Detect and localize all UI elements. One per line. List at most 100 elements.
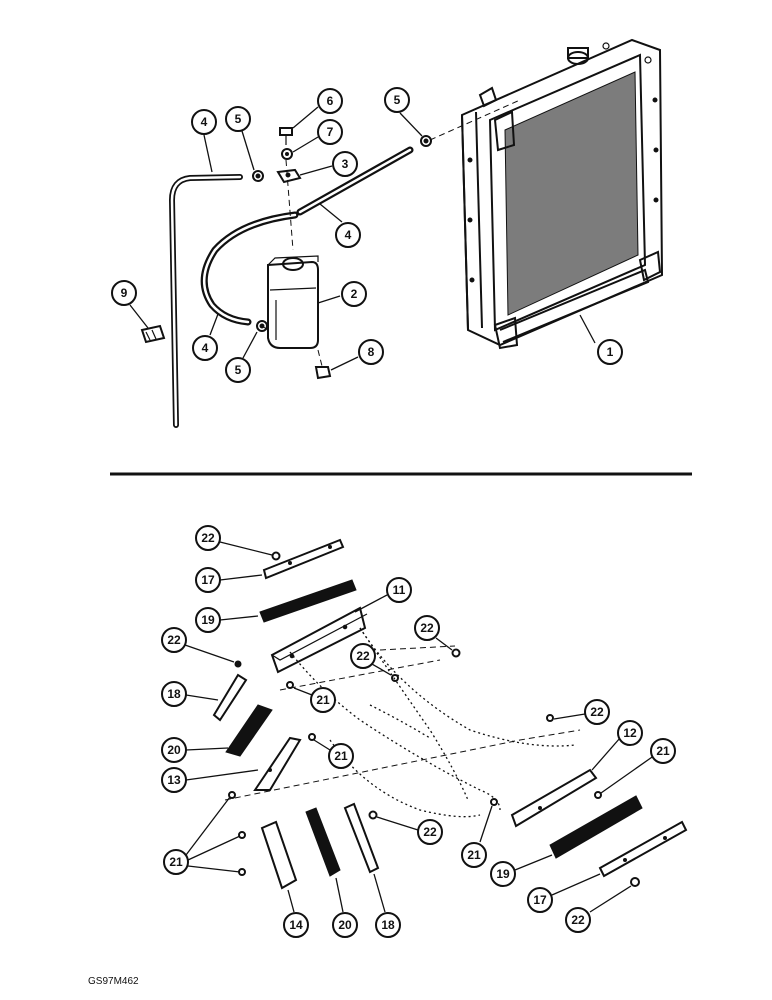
callout-22-f: 22 [376, 816, 443, 845]
callout-20-bottom: 20 [332, 877, 358, 938]
radiator [460, 38, 664, 350]
callout-1: 1 [579, 314, 623, 365]
nut [314, 366, 332, 380]
callout-22-b: 22 [161, 627, 235, 663]
svg-text:5: 5 [235, 112, 242, 126]
callout-14: 14 [283, 889, 309, 938]
hardware [228, 551, 640, 887]
svg-text:21: 21 [656, 744, 670, 758]
callout-21-c: 21 [600, 738, 676, 794]
svg-text:9: 9 [121, 286, 128, 300]
seal-left [225, 704, 273, 757]
svg-text:2: 2 [351, 287, 358, 301]
svg-text:22: 22 [423, 825, 437, 839]
svg-text:13: 13 [167, 773, 181, 787]
svg-text:11: 11 [393, 583, 406, 597]
svg-text:8: 8 [368, 345, 375, 359]
callout-18-bottom: 18 [373, 873, 401, 938]
hose-upper [296, 146, 414, 216]
baffle-lower-left [260, 820, 298, 890]
svg-text:14: 14 [289, 918, 303, 932]
svg-text:4: 4 [345, 228, 352, 242]
reference-code: GS97M462 [88, 976, 139, 987]
hose-fitting [140, 324, 166, 344]
callout-4-middle: 4 [319, 203, 361, 248]
callout-21-a: 21 [293, 687, 336, 713]
svg-text:12: 12 [623, 726, 637, 740]
svg-text:5: 5 [394, 93, 401, 107]
callout-4-upper: 4 [191, 109, 217, 173]
svg-text:22: 22 [420, 621, 434, 635]
baffle-bracket [270, 606, 368, 674]
svg-text:21: 21 [334, 749, 348, 763]
callout-9: 9 [111, 280, 149, 329]
svg-text:4: 4 [201, 115, 208, 129]
hose-left [168, 174, 243, 428]
svg-text:19: 19 [496, 867, 510, 881]
svg-text:20: 20 [167, 743, 181, 757]
coolant-reservoir [267, 255, 319, 349]
svg-text:7: 7 [327, 125, 334, 139]
callout-5-lower: 5 [225, 331, 258, 383]
callout-19-lower: 19 [490, 854, 553, 887]
shroud-outline [289, 627, 576, 818]
bolt [279, 127, 293, 145]
svg-text:3: 3 [342, 157, 349, 171]
callout-22-e: 22 [553, 699, 610, 725]
hose-loop [200, 211, 299, 326]
svg-text:21: 21 [169, 855, 183, 869]
svg-text:17: 17 [201, 573, 215, 587]
callout-2: 2 [317, 281, 367, 307]
callout-5-right: 5 [384, 87, 423, 137]
callout-22-d: 22 [350, 643, 392, 676]
callout-12: 12 [591, 720, 643, 771]
callout-21-d: 21 [461, 805, 493, 868]
callout-11: 11 [354, 577, 412, 613]
callout-18-left: 18 [161, 681, 219, 707]
callout-13: 13 [161, 767, 259, 793]
seal-upper [259, 579, 357, 623]
hose-clamps [252, 135, 432, 332]
callout-6: 6 [292, 88, 343, 129]
svg-text:21: 21 [467, 848, 481, 862]
svg-text:5: 5 [235, 363, 242, 377]
svg-text:6: 6 [327, 94, 334, 108]
callout-21-group: 21 [163, 796, 241, 875]
washer [281, 148, 293, 160]
callout-22-c: 22 [414, 615, 453, 651]
callout-5-left: 5 [225, 106, 255, 171]
callout-20-left: 20 [161, 737, 229, 763]
callout-4-lower: 4 [192, 313, 219, 361]
svg-text:22: 22 [356, 649, 370, 663]
baffle-plate [253, 736, 302, 791]
callout-17-upper: 17 [195, 567, 263, 593]
seal-retainer-bottom [343, 802, 380, 874]
seal-retainer-upper [262, 538, 345, 580]
callout-21-b: 21 [313, 739, 354, 769]
svg-text:22: 22 [201, 531, 215, 545]
seal-bottom [305, 807, 341, 877]
reservoir-bracket [276, 168, 302, 184]
svg-text:1: 1 [607, 345, 614, 359]
callout-3: 3 [299, 151, 358, 177]
callout-22-g: 22 [565, 885, 632, 933]
svg-text:19: 19 [201, 613, 215, 627]
svg-text:20: 20 [338, 918, 352, 932]
svg-text:18: 18 [167, 687, 181, 701]
callout-19-upper: 19 [195, 607, 259, 633]
svg-text:17: 17 [533, 893, 547, 907]
seal-retainer-left [212, 673, 248, 722]
callout-22-a: 22 [195, 525, 273, 556]
callout-17-lower: 17 [527, 873, 601, 913]
svg-text:22: 22 [167, 633, 181, 647]
seal-retainer-lower [598, 820, 688, 878]
svg-text:21: 21 [316, 693, 330, 707]
baffle-right [510, 768, 598, 828]
svg-text:22: 22 [571, 913, 585, 927]
callout-7: 7 [292, 119, 343, 153]
callout-8: 8 [330, 339, 384, 371]
seal-lower [549, 795, 643, 859]
svg-text:18: 18 [381, 918, 395, 932]
svg-text:22: 22 [590, 705, 604, 719]
